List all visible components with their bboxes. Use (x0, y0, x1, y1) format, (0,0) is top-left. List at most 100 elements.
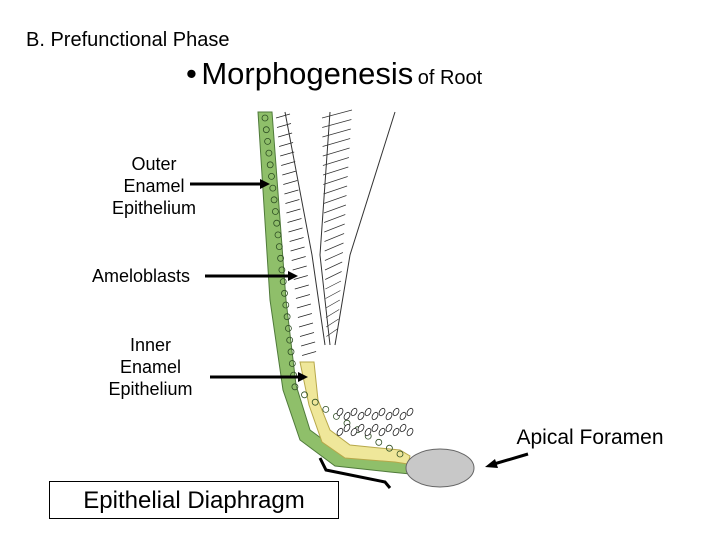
odontoblast-cell (323, 176, 348, 185)
title-main: Morphogenesis (201, 56, 414, 91)
epithelial-cell (286, 336, 294, 344)
mesenchymal-cell (392, 407, 400, 417)
ameloblast-cell (301, 341, 316, 347)
ameloblast-cell (278, 132, 293, 138)
arrow-apical (493, 452, 529, 466)
label-epithelial-diaphragm: Epithelial Diaphragm (49, 481, 339, 519)
diaphragm-bracket (318, 457, 392, 489)
epithelial-cell (270, 196, 278, 204)
ameloblast-cell (287, 218, 302, 223)
mesenchymal-cell (336, 427, 344, 437)
epithelial-cell (281, 289, 288, 297)
odontoblast-cell (322, 119, 352, 128)
epithelial-cell (375, 438, 383, 446)
ameloblast-cell (285, 199, 300, 204)
ameloblast-cell (295, 294, 310, 299)
mesenchymal-cell (371, 423, 379, 433)
odontoblast-layer (321, 109, 353, 337)
label-ameloblasts: Ameloblasts (91, 266, 191, 286)
epithelial-cell (262, 126, 270, 134)
mesenchymal-cell (378, 407, 386, 417)
epithelial-cell (269, 184, 277, 192)
apical-foramen (405, 448, 475, 488)
mesenchymal-cells (336, 407, 414, 437)
ameloblast-cell (275, 113, 291, 119)
pulp-outline (284, 111, 396, 346)
mesenchymal-cell (343, 411, 351, 421)
ameloblast-cell (286, 208, 301, 214)
epithelial-cell (385, 444, 393, 452)
ameloblast-cell (294, 284, 309, 290)
epithelial-cell (274, 231, 282, 239)
ameloblast-cell (282, 170, 297, 176)
odontoblast-cell (325, 271, 342, 280)
title-suffix: of Root (417, 67, 483, 89)
mesenchymal-cell (371, 411, 379, 421)
ameloblast-cell (297, 313, 312, 318)
label-outer-enamel-epithelium: Outer Enamel Epithelium (111, 154, 197, 218)
ameloblast-cell (289, 237, 304, 242)
slide-title: • Morphogenesis of Root (186, 56, 482, 92)
mesenchymal-cell (392, 427, 400, 437)
epithelial-cell (275, 243, 283, 251)
ameloblast-cell (298, 322, 314, 328)
label-inner-enamel-epithelium: Inner Enamel Epithelium (108, 335, 193, 399)
ameloblast-cell (283, 180, 298, 185)
epithelial-cell (288, 360, 296, 367)
arrowhead-ameloblasts (288, 271, 298, 281)
odontoblast-cell (325, 280, 342, 290)
mesenchymal-cell (385, 411, 393, 421)
ameloblast-cell (276, 123, 292, 128)
odontoblast-cell (322, 166, 349, 176)
odontoblast-cell (324, 242, 344, 252)
epithelial-cell (277, 254, 285, 262)
odontoblast-cell (324, 252, 344, 261)
mesenchymal-cell (399, 411, 407, 421)
epithelial-cell (287, 348, 295, 356)
mesenchymal-cell (357, 423, 365, 433)
ameloblast-layer (275, 113, 317, 356)
epithelial-cell (322, 405, 330, 413)
epithelial-cell (278, 266, 286, 274)
odontoblast-cell (324, 233, 345, 242)
odontoblast-cell (325, 290, 341, 299)
ameloblast-cell (290, 246, 305, 252)
epithelial-cell (264, 137, 272, 145)
mesenchymal-cell (385, 423, 393, 433)
title-bullet: • (186, 56, 197, 91)
odontoblast-cell (322, 128, 351, 138)
mesenchymal-cell (399, 423, 407, 433)
arrowhead-iee (298, 372, 308, 382)
ameloblast-cell (284, 189, 299, 195)
label-apical-foramen: Apical Foramen (516, 426, 664, 449)
mesenchymal-cell (364, 407, 372, 417)
epithelial-cell (273, 219, 281, 227)
mesenchymal-cell (350, 407, 358, 417)
mesenchymal-cell (406, 407, 414, 417)
epithelial-cell (284, 324, 292, 332)
ameloblast-cell (281, 161, 296, 166)
epithelial-cells (261, 114, 404, 458)
mesenchymal-cell (343, 423, 351, 433)
odontoblast-cell (321, 109, 353, 119)
epithelial-cell (332, 412, 340, 420)
epithelial-cell (261, 114, 269, 122)
ameloblast-cell (292, 265, 307, 271)
mesenchymal-cell (350, 427, 358, 437)
ameloblast-cell (302, 351, 317, 356)
epithelial-cell (279, 278, 287, 286)
ameloblast-cell (296, 303, 311, 309)
odontoblast-cell (323, 204, 347, 214)
ameloblast-cell (299, 332, 315, 337)
mesenchymal-cell (357, 411, 365, 421)
arrowhead-oee (260, 179, 270, 189)
odontoblast-cell (323, 214, 346, 223)
epithelial-cell (301, 391, 308, 399)
odontoblast-cell (324, 223, 345, 233)
ameloblast-cell (293, 275, 308, 280)
arrowhead-apical (485, 459, 498, 468)
odontoblast-cell (326, 328, 339, 337)
ameloblast-cell (288, 227, 303, 233)
epithelial-cell (311, 398, 319, 406)
